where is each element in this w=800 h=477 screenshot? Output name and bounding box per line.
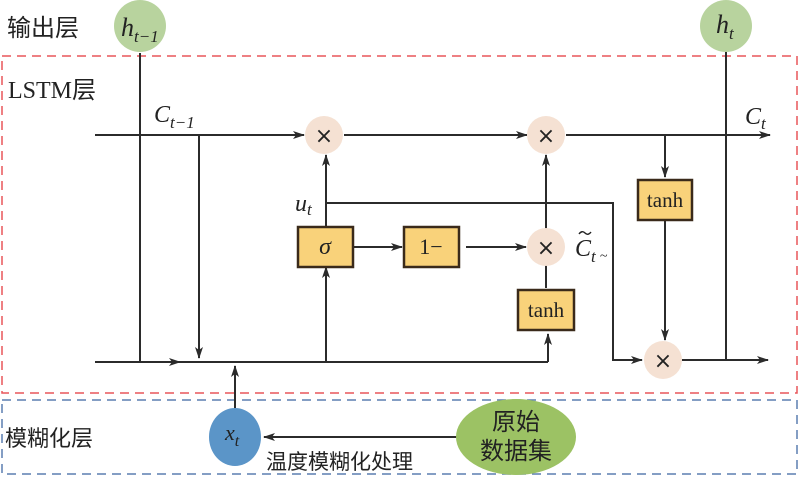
tanh-output-gate: tanh [636, 178, 694, 222]
svg-text:×: × [537, 236, 555, 261]
x-t-node: xt [209, 408, 261, 466]
h-t-node: ht [700, 0, 752, 52]
multiply-node-output: × [644, 341, 682, 379]
svg-text:原始: 原始 [492, 408, 540, 436]
svg-text:tanh: tanh [528, 298, 565, 322]
lstm-layer-frame [1, 55, 798, 394]
c-t-label: Ct [745, 104, 767, 133]
lstm-layer-label: LSTM层 [8, 78, 96, 104]
h-prev-node: ht−1 [114, 0, 166, 52]
fuzzy-layer-frame [1, 399, 798, 475]
multiply-node-forget: × [305, 116, 343, 154]
tanh-candidate-gate: tanh [516, 288, 576, 332]
output-layer-label: 输出层 [7, 14, 79, 42]
u-t-label: ut [295, 191, 313, 219]
fuzzy-layer-label: 模糊化层 [5, 427, 93, 452]
one-minus-gate: 1− [402, 225, 461, 269]
tilde-accent-mark [578, 231, 592, 235]
c-prev-label: Ct−1 [154, 102, 195, 132]
tilde-accent: ~ [600, 249, 608, 264]
multiply-node-candidate: × [527, 228, 565, 266]
multiply-node-cell: × [527, 116, 565, 154]
svg-text:ht−1: ht−1 [121, 13, 159, 46]
connection-lines [95, 52, 771, 441]
svg-text:σ: σ [319, 234, 332, 260]
svg-text:Ct~: Ct~ [575, 236, 608, 266]
raw-dataset-node: 原始 数据集 [456, 399, 576, 475]
svg-text:×: × [315, 124, 333, 149]
c-tilde-label: Ct~ [575, 231, 608, 266]
svg-text:数据集: 数据集 [480, 437, 552, 465]
svg-text:1−: 1− [419, 234, 442, 259]
svg-text:xt: xt [224, 420, 240, 450]
sigma-gate: σ [296, 225, 355, 269]
svg-text:×: × [537, 124, 555, 149]
fuzzy-process-label: 温度模糊化处理 [266, 450, 413, 474]
svg-text:ht: ht [716, 10, 735, 43]
svg-text:×: × [654, 349, 672, 374]
svg-text:tanh: tanh [647, 188, 684, 212]
ut-branch [326, 202, 643, 364]
